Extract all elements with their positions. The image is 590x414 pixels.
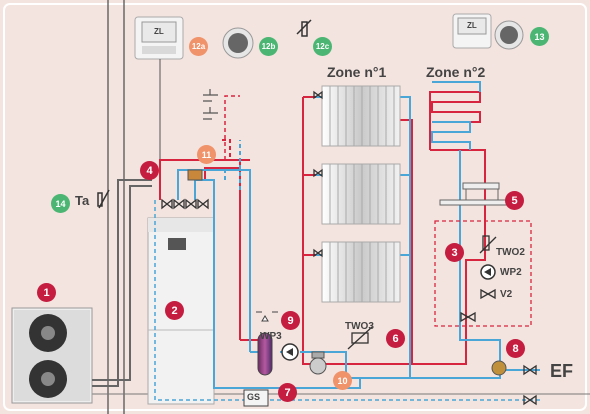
zone2-header [439,182,511,206]
controller-13-screen-text: ZL [467,21,477,30]
badge-1: 1 [37,283,56,302]
meter-8 [491,360,507,376]
valve-10 [309,351,327,375]
badge-5: 5 [505,191,524,210]
tap-icons [203,89,218,120]
gs-label: GS [247,392,261,402]
wp2-label: WP2 [500,267,522,278]
badge-7: 7 [278,383,297,402]
zone1-label: Zone n°1 [327,64,387,80]
two2-label: TWO2 [496,247,525,258]
outdoor-unit [11,307,93,404]
wp3-label: WP3 [260,331,282,342]
badge-11: 11 [197,145,216,164]
mixing-group-box [434,220,532,327]
controller-12a [134,16,184,60]
badge-4: 4 [140,161,159,180]
gs-box [243,389,269,407]
radiators-zone1 [321,85,401,303]
two3-label: TWO3 [345,321,374,332]
room-thermostat-12b [222,27,254,59]
badge-10: 10 [333,371,352,390]
expansion-tank [256,311,299,376]
badge-12b: 12b [259,37,278,56]
valve-11 [187,169,203,181]
badge-2: 2 [165,301,184,320]
zone2-label: Zone n°2 [426,64,486,80]
badge-9: 9 [281,311,300,330]
badge-12a: 12a [189,37,208,56]
ef-label: EF [550,361,574,381]
pump-wp2 [480,264,496,280]
badge-13: 13 [530,27,549,46]
v2-label: V2 [500,289,513,300]
badge-14: 14 [51,194,70,213]
badge-3: 3 [445,243,464,262]
controller-13 [452,13,524,50]
badge-12c: 12c [313,37,332,56]
ta-label: Ta [75,193,90,208]
controller-12a-screen-text: ZL [154,27,164,36]
badge-6: 6 [386,329,405,348]
badge-8: 8 [506,339,525,358]
